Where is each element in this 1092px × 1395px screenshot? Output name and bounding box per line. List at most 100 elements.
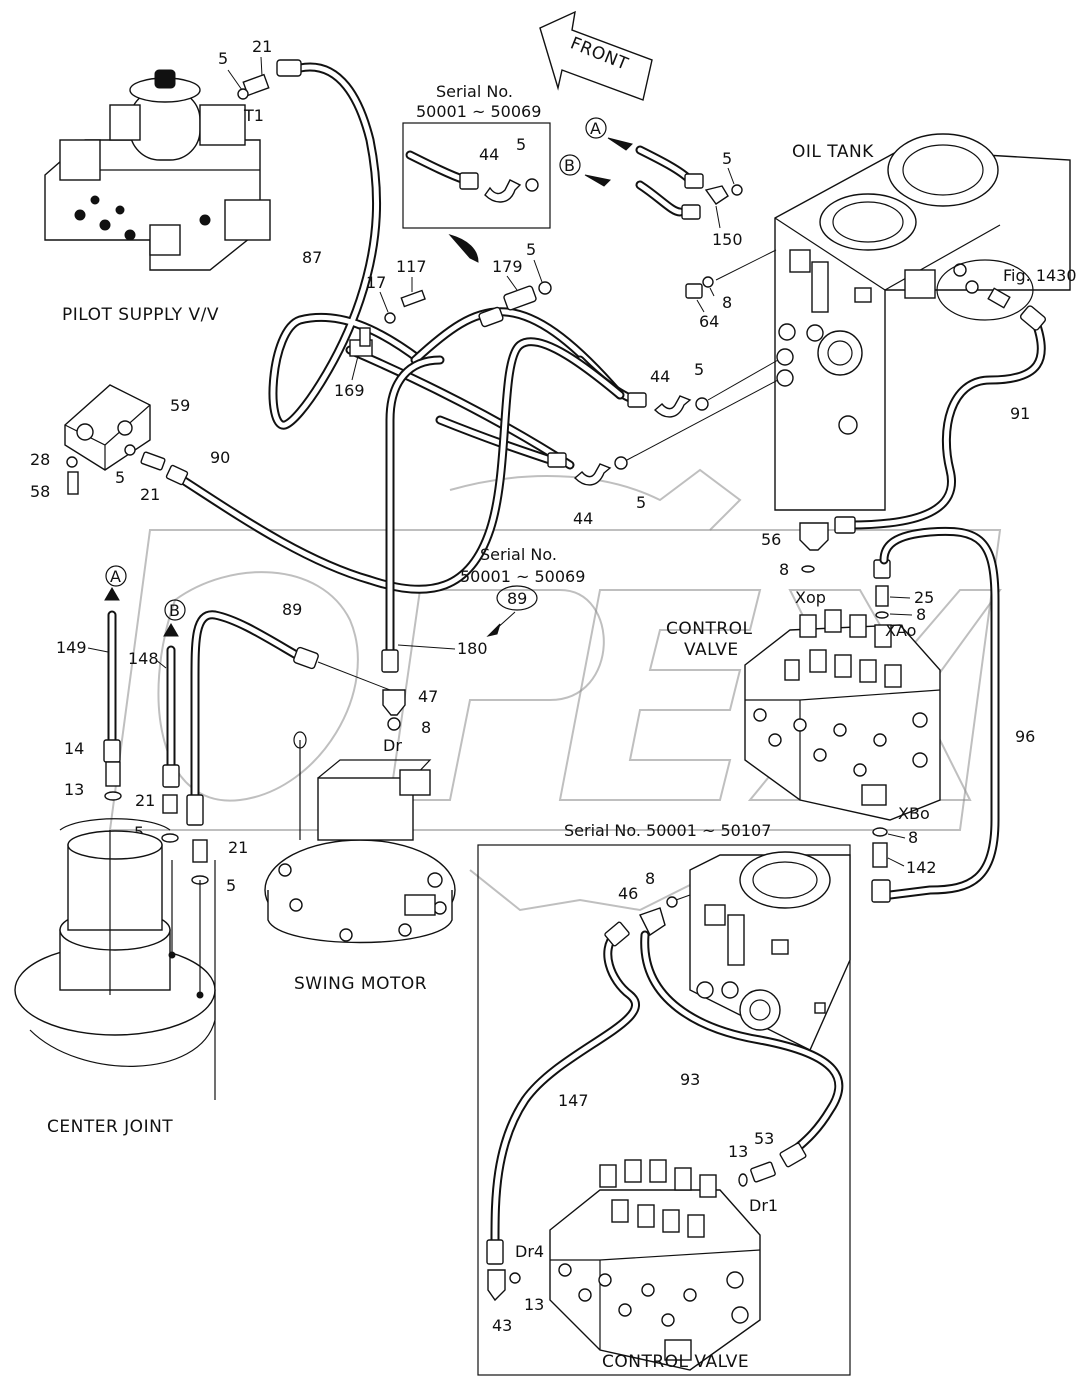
- label-part-169: 169: [334, 381, 365, 400]
- caption-control-valve-upper-2: VALVE: [684, 640, 739, 660]
- inset-serial-box: [402, 122, 551, 263]
- hose-93: [640, 930, 844, 1168]
- swing-motor: [264, 731, 456, 944]
- label-part-5-179: 5: [526, 240, 536, 259]
- label-part-46: 46: [618, 884, 638, 903]
- label-part-179: 179: [492, 257, 523, 276]
- pilot-supply-valve: [44, 69, 271, 271]
- label-part-59: 59: [170, 396, 190, 415]
- label-part-142: 142: [906, 858, 937, 877]
- fitting-47: [382, 689, 406, 731]
- fitting-179: [478, 281, 552, 328]
- label-part-21-pilot: 21: [252, 37, 272, 56]
- label-part-64: 64: [699, 312, 719, 331]
- label-part-28: 28: [30, 450, 50, 469]
- label-part-44-mid: 44: [650, 367, 670, 386]
- label-part-148: 148: [128, 649, 159, 668]
- label-part-21-c: 21: [228, 838, 248, 857]
- fitting-142: [872, 827, 888, 868]
- caption-control-valve-lower: CONTROL VALVE: [602, 1352, 749, 1372]
- label-part-13-dr4: 13: [524, 1295, 544, 1314]
- label-port-xbo: XBo: [898, 804, 930, 823]
- oil-tank-lower: [689, 851, 851, 1051]
- block-59: [64, 384, 166, 495]
- hose-89: [186, 610, 319, 826]
- label-port-xao: XAo: [885, 621, 916, 640]
- hose-96: [871, 526, 1000, 903]
- label-port-dr: Dr: [383, 736, 402, 755]
- label-part-25: 25: [914, 588, 934, 607]
- label-port-xop: Xop: [795, 588, 826, 607]
- caption-swing-motor: SWING MOTOR: [294, 974, 427, 994]
- label-port-t1: T1: [243, 106, 264, 125]
- label-part-58: 58: [30, 482, 50, 501]
- label-part-53: 53: [754, 1129, 774, 1148]
- label-part-13-dr1: 13: [728, 1142, 748, 1161]
- label-part-8-dr: 8: [421, 718, 431, 737]
- hose-147: [486, 921, 640, 1265]
- caption-control-valve-upper-1: CONTROL: [666, 619, 753, 639]
- fitting-46: [639, 894, 691, 937]
- plug-64: [685, 249, 777, 313]
- label-mid-serial-line1: Serial No.: [480, 545, 557, 564]
- label-port-dr4: Dr4: [515, 1242, 544, 1261]
- label-marker-a-top: A: [590, 119, 601, 138]
- control-valve-lower: [549, 1159, 761, 1371]
- label-part-5-c: 5: [226, 876, 236, 895]
- label-part-8-tank: 8: [722, 293, 732, 312]
- label-part-5-59: 5: [115, 468, 125, 487]
- hose-44-low: [435, 379, 779, 486]
- label-part-21-b: 21: [135, 791, 155, 810]
- circle-89-highlight: [496, 585, 538, 611]
- control-valve-upper: [744, 609, 941, 821]
- center-joint-fittings: [104, 761, 209, 885]
- hoses-a-b: [559, 117, 743, 220]
- label-part-90: 90: [210, 448, 230, 467]
- label-mid-serial-line2: 50001 ~ 50069: [460, 567, 585, 586]
- label-part-56: 56: [761, 530, 781, 549]
- label-part-13-cj: 13: [64, 780, 84, 799]
- caption-pilot-supply: PILOT SUPPLY V/V: [62, 305, 219, 325]
- label-part-87: 87: [302, 248, 322, 267]
- label-part-14: 14: [64, 739, 84, 758]
- caption-center-joint: CENTER JOINT: [47, 1117, 173, 1137]
- label-part-5-low: 5: [636, 493, 646, 512]
- label-part-150: 150: [712, 230, 743, 249]
- clamp-169: [349, 289, 426, 357]
- label-mid-circled-89: 89: [507, 589, 527, 608]
- hose-87: [268, 59, 425, 430]
- label-part-180: 180: [457, 639, 488, 658]
- fitting-56: [799, 522, 891, 619]
- label-part-5-inset: 5: [516, 135, 526, 154]
- label-part-47: 47: [418, 687, 438, 706]
- label-inset-serial-line2: 50001 ~ 50069: [416, 102, 541, 121]
- label-marker-b-top: B: [564, 156, 575, 175]
- fitting-53: [738, 1161, 776, 1187]
- label-part-44-low: 44: [573, 509, 593, 528]
- label-part-91: 91: [1010, 404, 1030, 423]
- hose-180: [381, 355, 445, 673]
- serial-box-lower: [477, 844, 851, 1376]
- label-part-149: 149: [56, 638, 87, 657]
- label-part-43: 43: [492, 1316, 512, 1335]
- hoses-149-148: [103, 565, 186, 788]
- label-part-17: 17: [366, 273, 386, 292]
- label-part-5-a: 5: [722, 149, 732, 168]
- hose-91: [834, 305, 1047, 534]
- fitting-43: [487, 1269, 521, 1302]
- label-part-8-xop: 8: [779, 560, 789, 579]
- label-part-21-59: 21: [140, 485, 160, 504]
- caption-oil-tank: OIL TANK: [792, 142, 874, 162]
- label-part-93: 93: [680, 1070, 700, 1089]
- label-part-8-xao: 8: [916, 605, 926, 624]
- label-port-dr1: Dr1: [749, 1196, 778, 1215]
- label-marker-b-cj: B: [169, 601, 180, 620]
- label-part-44-inset: 44: [479, 145, 499, 164]
- label-part-96: 96: [1015, 727, 1035, 746]
- label-part-147: 147: [558, 1091, 589, 1110]
- label-marker-a-cj: A: [110, 567, 121, 586]
- label-part-5-mid: 5: [694, 360, 704, 379]
- front-arrow: FRONT: [539, 10, 653, 101]
